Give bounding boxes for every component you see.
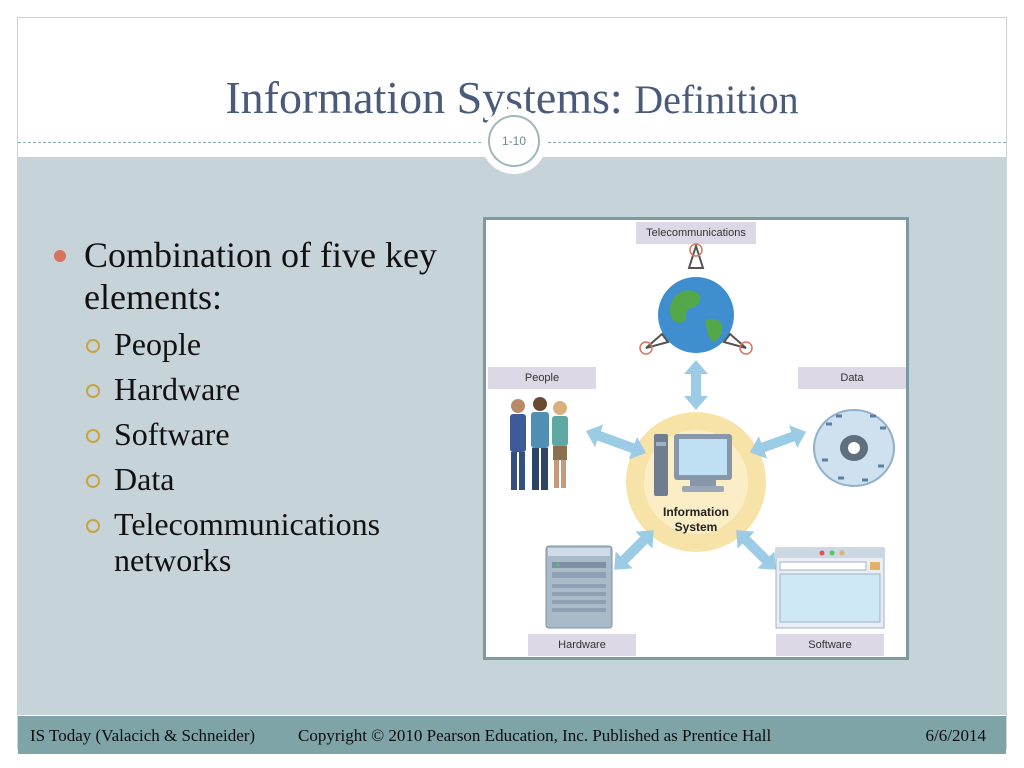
sub-bullet-telecom: Telecommunications networks: [52, 506, 472, 578]
title-main: Information Systems:: [225, 72, 635, 123]
arrow-telecom-icon: [684, 360, 708, 410]
computer-icon: [654, 434, 732, 496]
title-sub: Definition: [634, 77, 799, 122]
data-disc-icon: [813, 409, 895, 487]
label-hardware: Hardware: [528, 634, 636, 656]
center-label-line1: Information: [663, 505, 729, 519]
sub-bullet-text: People: [114, 326, 202, 362]
sub-bullet-data: Data: [52, 461, 472, 497]
sub-bullet-hardware: Hardware: [52, 371, 472, 407]
sub-bullet-text: Hardware: [114, 371, 241, 407]
slide-title: Information Systems: Definition: [18, 72, 1006, 126]
bullet-main-text: Combination of five key elements:: [84, 235, 437, 317]
bullet-main: Combination of five key elements:: [52, 234, 472, 318]
arrow-people-icon: [585, 424, 647, 460]
label-people: People: [488, 367, 596, 389]
footer-date: 6/6/2014: [925, 726, 986, 745]
arrow-software-icon: [736, 530, 776, 570]
bullet-ring-icon: [86, 339, 100, 353]
sub-bullet-software: Software: [52, 416, 472, 452]
arrows: [585, 360, 807, 570]
label-data: Data: [798, 367, 906, 389]
bullet-dot-icon: [54, 250, 66, 262]
bullet-list: Combination of five key elements: People…: [52, 234, 472, 578]
telecom-globe-icon: [639, 242, 753, 355]
sub-bullet-text: Software: [114, 416, 230, 452]
label-software: Software: [776, 634, 884, 656]
bullet-ring-icon: [86, 519, 100, 533]
people-icon: [510, 397, 568, 490]
footer-left: IS Today (Valacich & Schneider): [30, 726, 256, 745]
sub-bullet-text: Data: [114, 461, 175, 497]
label-telecom: Telecommunications: [636, 222, 756, 244]
center-label-line2: System: [675, 520, 718, 534]
is-components-figure: Telecommunications People Data Hardware …: [483, 217, 909, 660]
bullet-ring-icon: [86, 429, 100, 443]
sub-bullet-text: Telecommunications networks: [114, 506, 381, 578]
hardware-server-icon: [545, 545, 613, 629]
sub-bullet-people: People: [52, 326, 472, 362]
arrow-data-icon: [749, 425, 807, 459]
footer: IS Today (Valacich & Schneider) Copyrigh…: [18, 716, 1006, 754]
bullet-ring-icon: [86, 384, 100, 398]
page-badge: 1-10: [488, 115, 540, 167]
bullet-ring-icon: [86, 474, 100, 488]
software-window-icon: [775, 547, 885, 629]
figure-svg: Information System: [510, 242, 895, 629]
footer-center: Copyright © 2010 Pearson Education, Inc.…: [298, 726, 772, 745]
arrow-hardware-icon: [614, 530, 654, 570]
